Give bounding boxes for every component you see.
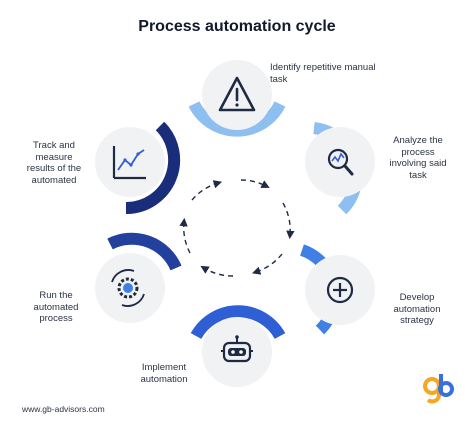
cycle-arrow-3 [252,253,283,275]
gear-cycle-icon [111,269,145,307]
step-implement [190,305,286,387]
robot-icon [221,335,253,363]
step-track-arc [125,121,181,215]
cycle-arrow-6 [191,180,223,201]
step-track-circle [95,127,165,197]
step-identify [188,60,286,137]
cycle-arrow-1 [240,179,270,188]
cycle-arrow-2 [282,202,295,240]
page-title: Process automation cycle [138,18,336,35]
step-analyze-label: Analyze the process involving said task [389,135,447,181]
step-track [95,121,181,215]
step-analyze [305,122,375,215]
step-develop-label: Develop automation strategy [393,292,441,326]
step-analyze-circle [305,127,375,197]
step-run-arc [107,232,182,271]
center-cycle-arrows [179,179,295,277]
step-develop [299,244,375,335]
footer-url: www.gb-advisors.com [22,404,105,414]
step-track-label: Track and measure results of the automat… [26,140,82,186]
magnifier-chart-icon [327,148,354,176]
step-identify-label: Identify repetitive manual task [270,62,376,85]
step-implement-arc [190,305,286,340]
cycle-arrow-5 [179,217,191,254]
step-implement-label: Implement automation [140,362,188,385]
line-chart-icon [112,146,146,180]
step-identify-arc [188,101,286,137]
step-run [95,232,182,323]
plus-icon [326,276,354,304]
cycle-arrow-4 [200,265,234,277]
step-run-label: Run the automated process [33,290,79,324]
gb-logo [423,374,454,404]
warning-icon [218,76,256,112]
